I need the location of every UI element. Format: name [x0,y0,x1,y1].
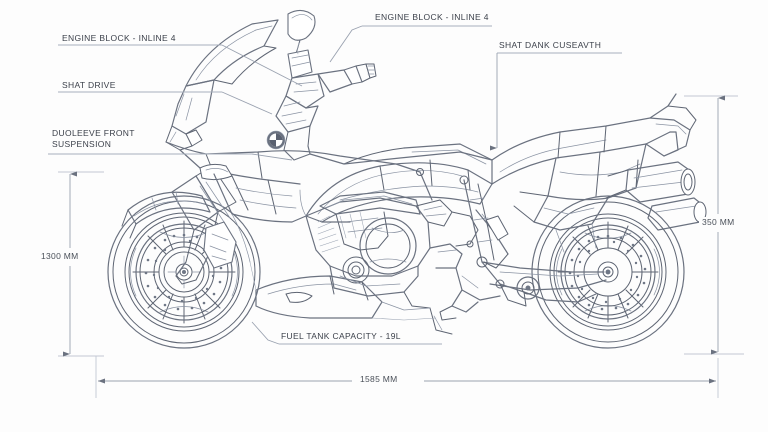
leader-engine-block-top [329,25,492,63]
bmw-roundel-emblem [266,130,286,150]
seat-and-tail-section [491,93,697,253]
mirror-and-handlebar [275,9,377,161]
misc-contours [231,189,437,321]
side-fairing [165,141,421,319]
engine-block [305,191,479,309]
callout-engine-block-top: ENGINE BLOCK - INLINE 4 [375,12,489,22]
rear-wheel [531,195,685,349]
front-fork-suspension [121,165,237,285]
dimension-label-length-bottom: 1585 MM [357,374,401,384]
dimension-label-height-left: 1300 MM [38,251,82,261]
dimension-height-left [58,171,104,357]
frame-and-swingarm [309,151,607,335]
leader-engine-block-left [58,44,303,87]
dimension-label-height-right: 350 MM [699,217,738,227]
windscreen-upper-fairing [165,19,279,151]
callout-front-suspension: DUOLEEVE FRONT SUSPENSION [52,128,135,149]
leader-shaft-drive [58,91,273,115]
front-wheel [107,195,261,349]
dimension-length-bottom [95,356,719,398]
dimension-height-right [684,95,744,355]
callout-engine-block-left: ENGINE BLOCK - INLINE 4 [62,33,176,43]
leader-fuel-tank-capacity [251,321,442,345]
callout-shaft-drive: SHAT DRIVE [62,80,116,90]
leader-tank-top [489,52,622,151]
callout-fuel-tank-capacity: FUEL TANK CAPACITY - 19L [281,331,401,341]
leader-front-suspension [48,153,293,161]
callout-tank-top: SHAT DANK CUSEAVTH [499,40,602,50]
fuel-tank [305,143,493,223]
